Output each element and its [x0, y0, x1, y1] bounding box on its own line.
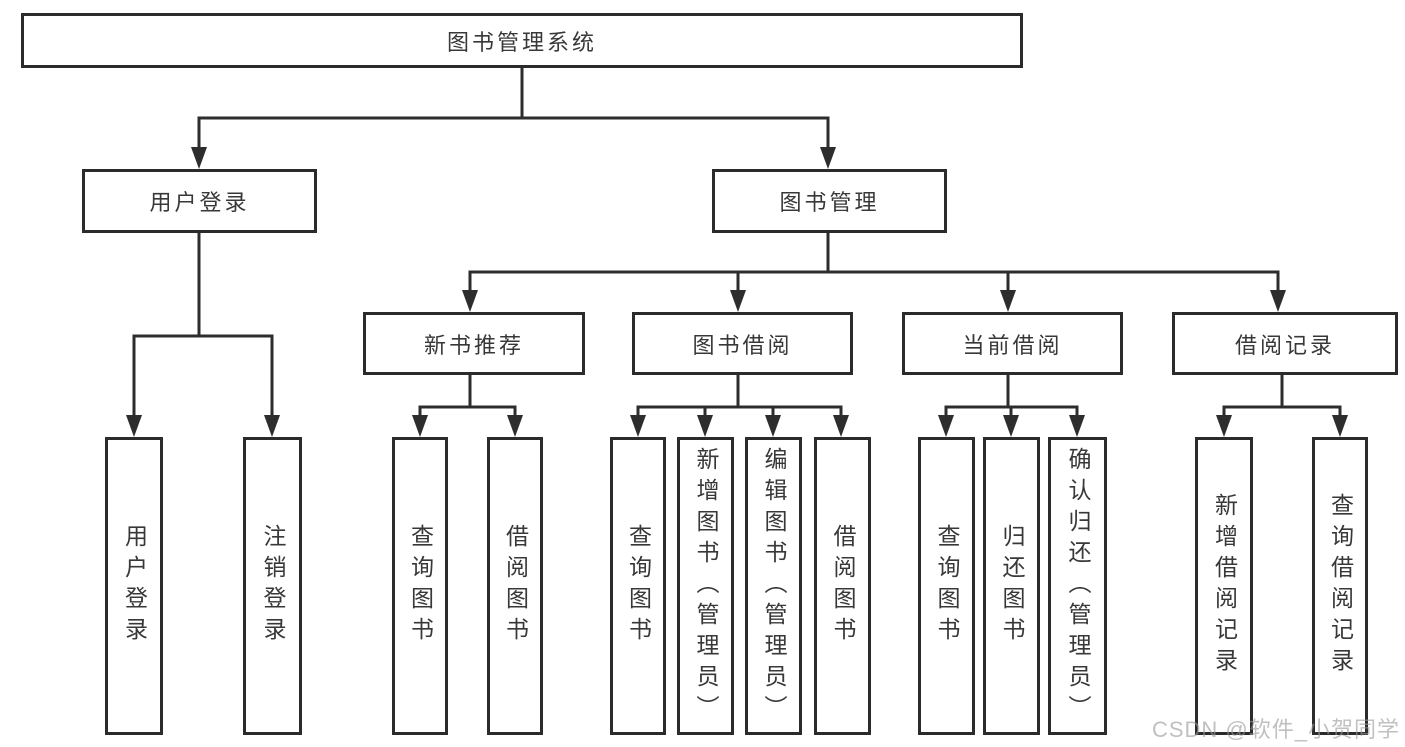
leaf-add-books-admin: 新增图书（管理员） — [677, 437, 734, 735]
node-new-book-recommend: 新书推荐 — [363, 312, 585, 375]
leaf-query-borrow-record: 查询借阅记录 — [1312, 437, 1368, 735]
leaf-user-login: 用户登录 — [105, 437, 163, 735]
node-user-login-label: 用户登录 — [149, 190, 250, 215]
leaf-return-books: 归还图书 — [983, 437, 1040, 735]
node-book-management-label: 图书管理 — [779, 190, 880, 215]
leaf-query-books-1-label: 查询图书 — [407, 524, 434, 648]
leaf-query-books-1: 查询图书 — [392, 437, 448, 735]
node-root-label: 图书管理系统 — [446, 29, 597, 55]
leaf-query-books-3: 查询图书 — [918, 437, 975, 735]
leaf-add-borrow-record-label: 新增借阅记录 — [1211, 493, 1238, 679]
leaf-query-books-3-label: 查询图书 — [934, 524, 960, 648]
node-borrowing-records: 借阅记录 — [1172, 312, 1398, 375]
leaf-add-borrow-record: 新增借阅记录 — [1195, 437, 1253, 735]
leaf-borrow-books-1-label: 借阅图书 — [502, 524, 529, 648]
leaf-add-books-admin-label: 新增图书（管理员） — [693, 446, 719, 726]
node-book-management: 图书管理 — [712, 169, 947, 233]
leaf-return-books-label: 归还图书 — [999, 524, 1025, 648]
leaf-logout: 注销登录 — [243, 437, 302, 735]
node-new-book-recommend-label: 新书推荐 — [423, 332, 524, 358]
leaf-confirm-return-admin: 确认归还（管理员） — [1048, 437, 1107, 735]
node-borrowing-records-label: 借阅记录 — [1234, 332, 1335, 358]
leaf-borrow-books-1: 借阅图书 — [487, 437, 543, 735]
node-user-login: 用户登录 — [82, 169, 317, 233]
leaf-logout-label: 注销登录 — [260, 524, 286, 648]
node-book-borrowing-label: 图书借阅 — [692, 332, 793, 358]
node-current-borrowing-label: 当前借阅 — [962, 332, 1063, 358]
arrowheads — [126, 147, 1348, 437]
leaf-user-login-label: 用户登录 — [121, 524, 148, 648]
leaf-query-borrow-record-label: 查询借阅记录 — [1327, 493, 1354, 679]
node-book-borrowing: 图书借阅 — [632, 312, 853, 375]
node-current-borrowing: 当前借阅 — [902, 312, 1123, 375]
leaf-edit-books-admin: 编辑图书（管理员） — [745, 437, 802, 735]
leaf-confirm-return-admin-label: 确认归还（管理员） — [1065, 446, 1091, 726]
leaf-edit-books-admin-label: 编辑图书（管理员） — [761, 446, 787, 726]
node-root: 图书管理系统 — [21, 13, 1023, 68]
leaf-query-books-2-label: 查询图书 — [625, 524, 652, 648]
leaf-borrow-books-2-label: 借阅图书 — [830, 524, 856, 648]
leaf-borrow-books-2: 借阅图书 — [814, 437, 871, 735]
leaf-query-books-2: 查询图书 — [610, 437, 666, 735]
